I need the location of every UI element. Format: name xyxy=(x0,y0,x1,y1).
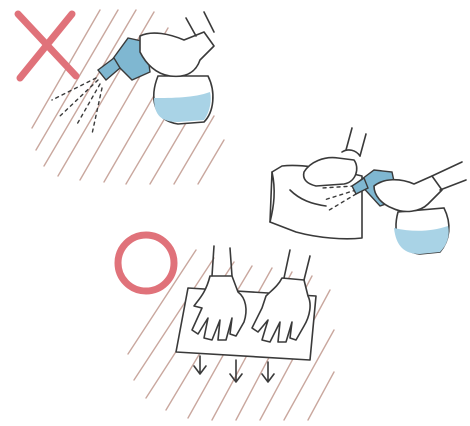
spray-mist-top xyxy=(52,78,102,134)
circle-mark-icon xyxy=(118,235,174,291)
x-mark-icon xyxy=(18,14,76,78)
wipe-arrows xyxy=(194,356,274,382)
glove-hand-bottle xyxy=(374,162,466,211)
glove-hand-top xyxy=(140,12,214,76)
